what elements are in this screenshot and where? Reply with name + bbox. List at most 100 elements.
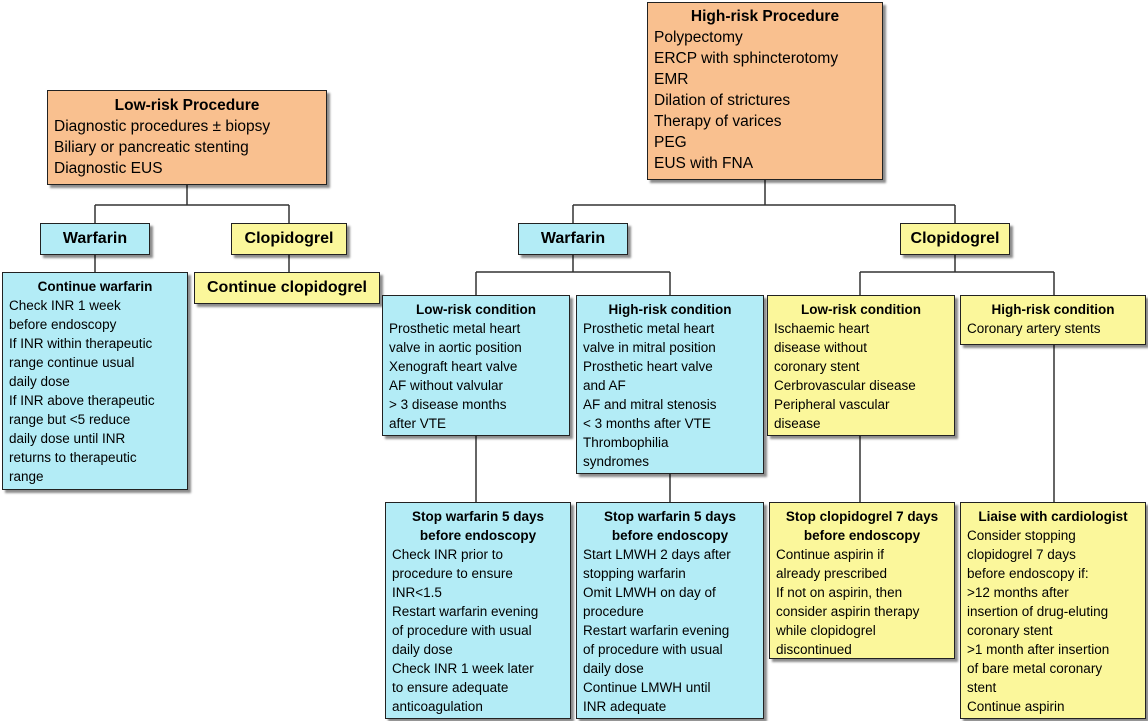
list-item: Diagnostic procedures ± biopsy (54, 118, 271, 135)
condition-title: High-risk condition (991, 302, 1115, 317)
list-item: Therapy of varices (654, 113, 782, 130)
list-item: Diagnostic EUS (54, 160, 163, 177)
text-line: If INR above therapeutic (9, 393, 155, 408)
text-line: Prosthetic metal heart (389, 321, 521, 336)
text-line: Restart warfarin evening (392, 604, 539, 619)
text-line: of bare metal coronary (967, 661, 1103, 676)
text-line: Continue aspirin (967, 699, 1065, 714)
text-line: and AF (583, 378, 626, 393)
text-line: >12 months after (967, 585, 1069, 600)
low-risk-procedure-box: Low-risk Procedure Diagnostic procedures… (47, 90, 327, 185)
stop-title: Stop warfarin 5 days before endoscopy (411, 509, 545, 543)
text-line: insertion of drug-eluting (967, 604, 1109, 619)
text-line: Prosthetic metal heart (583, 321, 715, 336)
text-line: Ischaemic heart (774, 321, 870, 336)
clopidogrel-low-risk-condition-box: Low-risk condition Ischaemic heart disea… (767, 295, 955, 436)
liaise-title: Liaise with cardiologist (978, 509, 1128, 524)
text-line: disease (774, 416, 821, 431)
text-line: Cerbrovascular disease (774, 378, 916, 393)
stop-warfarin-high-box: Stop warfarin 5 days before endoscopy St… (576, 502, 764, 719)
text-line: disease without (774, 340, 868, 355)
text-line: INR<1.5 (392, 585, 442, 600)
text-line: >1 month after insertion (967, 642, 1110, 657)
text-line: clopidogrel 7 days (967, 547, 1076, 562)
text-line: Check INR prior to (392, 547, 504, 562)
stop-title: Stop warfarin 5 days before endoscopy (603, 509, 737, 543)
condition-title: Low-risk condition (416, 302, 536, 317)
text-line: stent (967, 680, 997, 695)
text-line: anticoagulation (392, 699, 483, 714)
list-item: EUS with FNA (654, 155, 754, 172)
text-line: procedure (583, 604, 644, 619)
text-line: Consider stopping (967, 528, 1076, 543)
high-risk-procedure-box: High-risk Procedure Polypectomy ERCP wit… (647, 2, 883, 180)
text-line: Coronary artery stents (967, 321, 1101, 336)
text-line: < 3 months after VTE (583, 416, 711, 431)
list-item: EMR (654, 71, 689, 88)
text-line: Thrombophilia (583, 435, 669, 450)
text-line: stopping warfarin (583, 566, 686, 581)
text-line: already prescribed (776, 566, 888, 581)
text-line: procedure to ensure (392, 566, 513, 581)
text-line: Check INR 1 week later (392, 661, 534, 676)
text-line: Start LMWH 2 days after (583, 547, 731, 562)
low-risk-warfarin-label: Warfarin (40, 223, 150, 255)
text-line: after VTE (389, 416, 447, 431)
low-risk-procedure-list: Diagnostic procedures ± biopsy Biliary o… (54, 116, 320, 179)
text-line: INR adequate (583, 699, 667, 714)
text-line: coronary stent (967, 623, 1053, 638)
text-line: while clopidogrel (776, 623, 876, 638)
condition-title: Low-risk condition (801, 302, 921, 317)
text-line: coronary stent (774, 359, 860, 374)
text-line: returns to therapeutic (9, 450, 137, 465)
low-risk-procedure-title: Low-risk Procedure (114, 97, 260, 114)
list-item: ERCP with sphincterotomy (654, 50, 839, 67)
list-item: Polypectomy (654, 29, 743, 46)
text-line: to ensure adequate (392, 680, 509, 695)
text-line: Prosthetic heart valve (583, 359, 713, 374)
text-line: > 3 disease months (389, 397, 507, 412)
continue-clopidogrel-box: Continue clopidogrel (194, 272, 380, 304)
list-item: Biliary or pancreatic stenting (54, 139, 249, 156)
high-risk-procedure-list: Polypectomy ERCP with sphincterotomy EMR… (654, 27, 876, 174)
text-line: daily dose (392, 642, 453, 657)
text-line: daily dose (9, 374, 70, 389)
text-line: Peripheral vascular (774, 397, 890, 412)
text-line: Omit LMWH on day of (583, 585, 716, 600)
high-risk-clopidogrel-label: Clopidogrel (900, 223, 1010, 255)
text-line: valve in mitral position (583, 340, 716, 355)
warfarin-low-risk-condition-box: Low-risk condition Prosthetic metal hear… (382, 295, 570, 436)
high-risk-procedure-title: High-risk Procedure (690, 8, 840, 25)
warfarin-high-risk-condition-box: High-risk condition Prosthetic metal hea… (576, 295, 764, 474)
text-line: valve in aortic position (389, 340, 522, 355)
condition-title: High-risk condition (608, 302, 732, 317)
text-line: Continue aspirin if (776, 547, 885, 562)
text-line: range continue usual (9, 355, 135, 370)
text-line: If INR within therapeutic (9, 336, 153, 351)
stop-clopidogrel-box: Stop clopidogrel 7 days before endoscopy… (769, 502, 955, 659)
stop-warfarin-low-box: Stop warfarin 5 days before endoscopy Ch… (385, 502, 571, 719)
continue-warfarin-box: Continue warfarin Check INR 1 week befor… (2, 272, 188, 490)
text-line: daily dose (583, 661, 644, 676)
text-line: If not on aspirin, then (776, 585, 903, 600)
text-line: Check INR 1 week (9, 298, 121, 313)
clopidogrel-high-risk-condition-box: High-risk condition Coronary artery sten… (960, 295, 1146, 345)
text-line: of procedure with usual (392, 623, 532, 638)
text-line: range but <5 reduce (9, 412, 131, 427)
text-line: range (9, 469, 44, 484)
text-line: AF and mitral stenosis (583, 397, 717, 412)
text-line: discontinued (776, 642, 852, 657)
text-line: syndromes (583, 454, 650, 469)
text-line: of procedure with usual (583, 642, 723, 657)
text-line: before endoscopy if: (967, 566, 1089, 581)
list-item: Dilation of strictures (654, 92, 791, 109)
high-risk-warfarin-label: Warfarin (518, 223, 628, 255)
text-line: AF without valvular (389, 378, 504, 393)
list-item: PEG (654, 134, 687, 151)
liaise-cardiologist-box: Liaise with cardiologist Consider stoppi… (960, 502, 1146, 719)
text-line: before endoscopy (9, 317, 117, 332)
low-risk-clopidogrel-label: Clopidogrel (231, 223, 347, 255)
text-line: consider aspirin therapy (776, 604, 920, 619)
text-line: daily dose until INR (9, 431, 126, 446)
